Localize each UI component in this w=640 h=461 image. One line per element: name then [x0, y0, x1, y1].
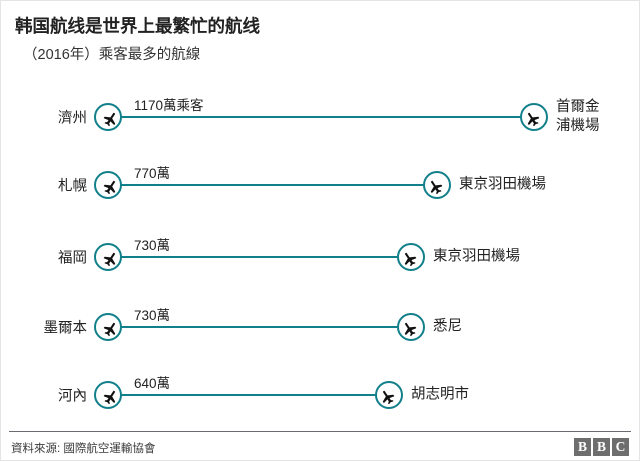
route-origin-label: 福岡 [58, 250, 87, 267]
route-row: 濟州 1170萬乘客 首爾金 浦機場 [1, 87, 640, 147]
route-value-label: 730萬 [134, 308, 171, 323]
route-origin-label: 河內 [58, 388, 87, 405]
route-value-label: 770萬 [134, 166, 171, 181]
source-note: 資料來源: 國際航空運輸協會 [11, 443, 156, 455]
airplane-icon [94, 243, 122, 271]
airplane-icon [94, 313, 122, 341]
route-destination-label: 悉尼 [433, 318, 462, 335]
bbc-logo-letter-3: C [612, 438, 629, 456]
route-connector-line [108, 116, 534, 118]
route-connector-line [108, 184, 437, 186]
route-destination-label: 胡志明市 [411, 386, 469, 403]
route-connector-line [108, 256, 411, 258]
route-connector-line [108, 326, 411, 328]
airplane-icon [423, 171, 451, 199]
bbc-logo-letter-2: B [593, 438, 610, 456]
bbc-logo: B B C [574, 438, 629, 456]
airplane-icon [397, 313, 425, 341]
route-origin-label: 濟州 [58, 110, 87, 127]
route-value-label: 730萬 [134, 238, 171, 253]
route-row: 河內 640萬胡志明市 [1, 365, 640, 425]
route-row: 福岡 730萬東京羽田機場 [1, 227, 640, 287]
footer-divider [9, 431, 631, 432]
airplane-icon [94, 171, 122, 199]
page-subtitle: （2016年）乘客最多的航線 [23, 47, 201, 63]
route-origin-label: 墨爾本 [43, 320, 88, 337]
airplane-icon [94, 103, 122, 131]
route-connector-line [108, 394, 389, 396]
airplane-icon [94, 381, 122, 409]
route-origin-label: 札幌 [58, 178, 87, 195]
bbc-logo-letter-1: B [574, 438, 591, 456]
route-value-label: 640萬 [134, 376, 171, 391]
airplane-icon [520, 103, 548, 131]
route-destination-label: 東京羽田機場 [433, 248, 520, 265]
page-title: 韩国航线是世界上最繁忙的航线 [15, 16, 260, 36]
airplane-icon [375, 381, 403, 409]
route-value-label: 1170萬乘客 [134, 98, 204, 113]
route-row: 札幌 770萬東京羽田機場 [1, 155, 640, 215]
route-destination-label: 首爾金 浦機場 [556, 99, 600, 134]
airplane-icon [397, 243, 425, 271]
route-row: 墨爾本 730萬悉尼 [1, 297, 640, 357]
route-destination-label: 東京羽田機場 [459, 176, 546, 193]
